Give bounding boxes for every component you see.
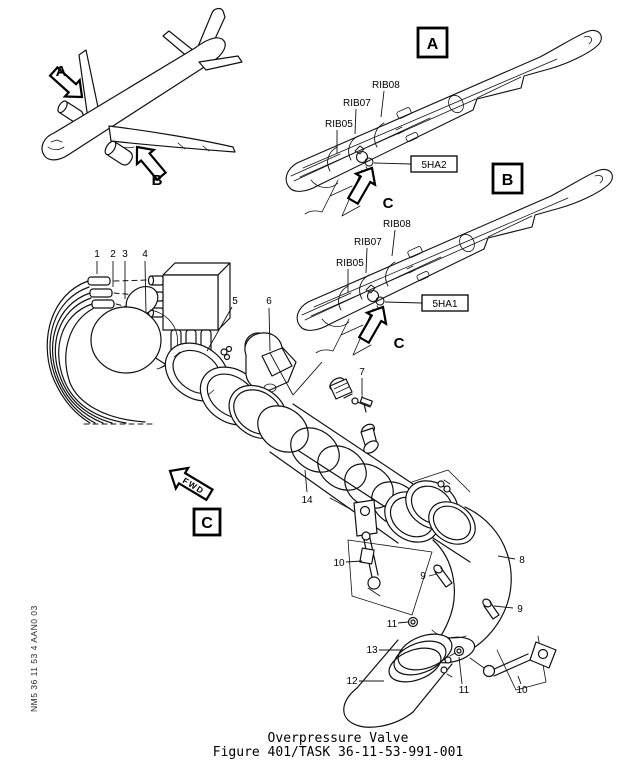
view-a-label: A <box>56 63 67 80</box>
part-callout-7: 7 <box>359 367 365 378</box>
support-rod-right <box>469 641 557 678</box>
detail-c-box-label: C <box>201 515 213 532</box>
sleeve-and-clamp <box>343 633 456 728</box>
part-callout-8: 8 <box>519 555 525 566</box>
aircraft-near-engine <box>104 140 133 166</box>
boss-fitting <box>360 423 379 454</box>
part-callout-13: 13 <box>366 645 378 656</box>
detail-c-frame <box>192 507 222 537</box>
part-callout-14: 14 <box>301 495 313 506</box>
detail-a-box-label: A <box>427 36 439 53</box>
view-b-label: B <box>152 172 163 189</box>
detail-b-rib07-label: RIB07 <box>354 237 382 248</box>
bolt-upper <box>433 564 453 588</box>
detail-b-illustration: B RIB08 RIB07 RIB05 5HA1 C <box>296 162 613 356</box>
detail-a-rib05-label: RIB05 <box>325 119 353 130</box>
detail-b-ident-label: 5HA1 <box>432 299 457 310</box>
detail-b-frame <box>491 162 524 195</box>
part-callout-10a: 10 <box>333 558 345 569</box>
detail-a-illustration: A RIB08 RIB07 RIB05 5HA2 C <box>285 26 602 217</box>
valve-body <box>90 285 178 374</box>
detail-a-view-c-arrow-icon <box>342 161 383 208</box>
detail-c-illustration: FWD C 1 2 3 4 5 6 7 8 9 9 10 <box>46 249 557 728</box>
bolt-right <box>482 598 500 620</box>
aircraft-cockpit <box>47 139 65 151</box>
part-callout-1: 1 <box>94 249 100 260</box>
detail-b-view-c-arrow-icon <box>353 300 394 347</box>
aircraft-far-engine <box>57 100 84 124</box>
aircraft-near-stabilizer <box>198 55 243 71</box>
figure-caption-title: Overpressure Valve <box>268 731 409 746</box>
detail-b-rib08-label: RIB08 <box>383 219 411 230</box>
fwd-arrow-icon: FWD <box>162 459 217 507</box>
detail-b-rib05-label: RIB05 <box>336 258 364 269</box>
part-callout-9a: 9 <box>420 571 426 582</box>
part-callout-11b: 11 <box>459 685 470 696</box>
part-callout-10b: 10 <box>516 685 528 696</box>
detail-a-view-c-label: C <box>383 195 394 212</box>
aircraft-near-wing <box>108 125 236 153</box>
aircraft-fin <box>196 7 226 53</box>
detail-a-rib07-label: RIB07 <box>343 98 371 109</box>
detail-a-ident-box <box>410 155 458 173</box>
part-callouts: 1 2 3 4 5 6 7 8 9 9 10 10 11 11 <box>94 249 528 696</box>
detail-a-ident-label: 5HA2 <box>421 160 446 171</box>
detail-b-ident-box <box>421 294 469 312</box>
part-callout-9b: 9 <box>517 604 523 615</box>
aircraft-locator-illustration: A B <box>41 7 243 189</box>
part-callout-4: 4 <box>142 249 148 260</box>
side-reference-number: NM5 36 11 53 4 AAN0 03 <box>29 605 39 712</box>
part-callout-12: 12 <box>346 676 358 687</box>
drain-fitting <box>329 377 373 413</box>
valve-housing <box>244 332 297 393</box>
nut-left <box>407 616 419 628</box>
support-rod-left <box>353 499 381 597</box>
detail-b-box-label: B <box>502 172 514 189</box>
figure-caption-reference: Figure 401/TASK 36-11-53-991-001 <box>213 745 463 760</box>
part-callout-6: 6 <box>266 296 272 307</box>
part-callout-5: 5 <box>232 296 238 307</box>
part-callout-11a: 11 <box>387 619 398 630</box>
part-callout-2: 2 <box>110 249 116 260</box>
nut-bottom <box>453 645 465 657</box>
detail-b-view-c-label: C <box>394 335 405 352</box>
detail-a-frame <box>416 26 449 59</box>
bellows-duct <box>228 384 440 544</box>
detail-a-rib08-label: RIB08 <box>372 80 400 91</box>
electrical-cables <box>46 276 153 425</box>
part-callout-3: 3 <box>122 249 128 260</box>
